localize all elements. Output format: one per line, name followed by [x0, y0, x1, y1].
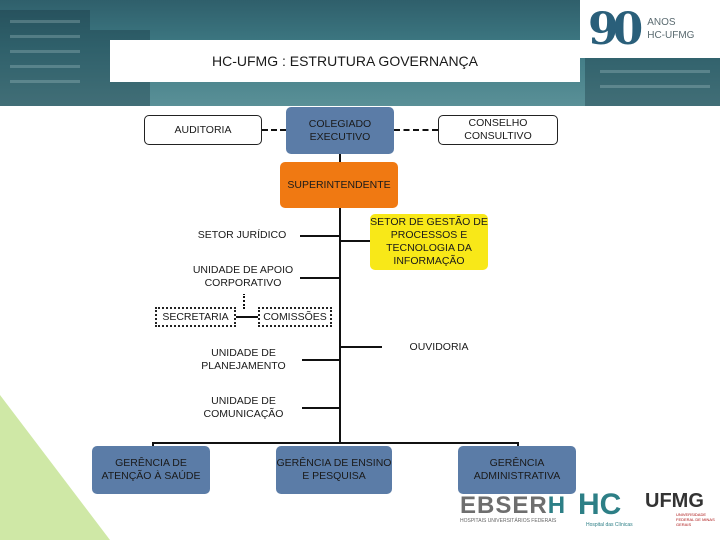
connector-apoio-secretaria	[243, 293, 245, 309]
header-banner: HC-UFMG : ESTRUTURA GOVERNANÇA 90 ANOS H…	[0, 0, 720, 106]
ebserh-h: H	[547, 492, 567, 519]
node-unidade-apoio-corporativo[interactable]: UNIDADE DE APOIO CORPORATIVO	[186, 260, 300, 294]
connector-secretaria-comissoes	[236, 316, 258, 318]
node-secretaria[interactable]: SECRETARIA	[155, 307, 236, 327]
node-auditoria[interactable]: AUDITORIA	[144, 115, 262, 145]
connector-juridico	[300, 235, 340, 237]
node-setor-gestao-ti[interactable]: SETOR DE GESTÃO DE PROCESSOS E TECNOLOGI…	[370, 214, 488, 270]
connector-ouvidoria	[340, 346, 382, 348]
connector-auditoria-colegiado	[262, 129, 286, 131]
connector-comunicacao	[302, 407, 340, 409]
hc-subtitle: Hospital das Clínicas	[586, 522, 633, 528]
node-comissoes[interactable]: COMISSÕES	[258, 307, 332, 327]
node-gerencia-administrativa[interactable]: GERÊNCIA ADMINISTRATIVA	[458, 446, 576, 494]
bottom-horizontal-line	[152, 442, 519, 444]
connector-colegiado-superintendente	[339, 154, 341, 162]
hc-ufmg-90-years-logo: 90 ANOS HC-UFMG	[580, 0, 720, 58]
logo-line-2: HC-UFMG	[647, 30, 695, 41]
node-gerencia-ensino-pesquisa[interactable]: GERÊNCIA DE ENSINO E PESQUISA	[276, 446, 392, 494]
connector-planejamento	[302, 359, 340, 361]
main-trunk-line	[339, 208, 341, 442]
ufmg-subtitle: UNIVERSIDADE FEDERAL DE MINAS GERAIS	[676, 512, 715, 527]
node-unidade-comunicacao[interactable]: UNIDADE DE COMUNICAÇÃO	[185, 390, 302, 426]
node-setor-juridico[interactable]: SETOR JURÍDICO	[184, 217, 300, 253]
ebserh-main: EBSER	[460, 492, 548, 519]
node-gerencia-atencao-saude[interactable]: GERÊNCIA DE ATENÇÃO À SAÚDE	[92, 446, 210, 494]
connector-gestao	[340, 240, 370, 242]
logo-number: 90	[588, 3, 643, 55]
connector-apoio	[300, 277, 340, 279]
ebserh-logo: EBSERH	[460, 492, 566, 520]
logo-line-1: ANOS	[647, 17, 676, 28]
ufmg-logo: UFMG	[645, 490, 704, 512]
node-ouvidoria[interactable]: OUVIDORIA	[382, 330, 496, 364]
connector-colegiado-conselho	[394, 129, 438, 131]
node-conselho-consultivo[interactable]: CONSELHO CONSULTIVO	[438, 115, 558, 145]
ebserh-subtitle: HOSPITAIS UNIVERSITÁRIOS FEDERAIS	[460, 518, 557, 524]
connector-gerencia-saude	[152, 442, 154, 446]
page-title: HC-UFMG : ESTRUTURA GOVERNANÇA	[110, 40, 580, 82]
decorative-triangle	[0, 395, 110, 540]
connector-gerencia-adm	[517, 442, 519, 446]
node-superintendente[interactable]: SUPERINTENDENTE	[280, 162, 398, 208]
node-colegiado-executivo[interactable]: COLEGIADO EXECUTIVO	[286, 107, 394, 154]
hc-logo: HC	[578, 488, 622, 521]
node-unidade-planejamento[interactable]: UNIDADE DE PLANEJAMENTO	[185, 342, 302, 378]
